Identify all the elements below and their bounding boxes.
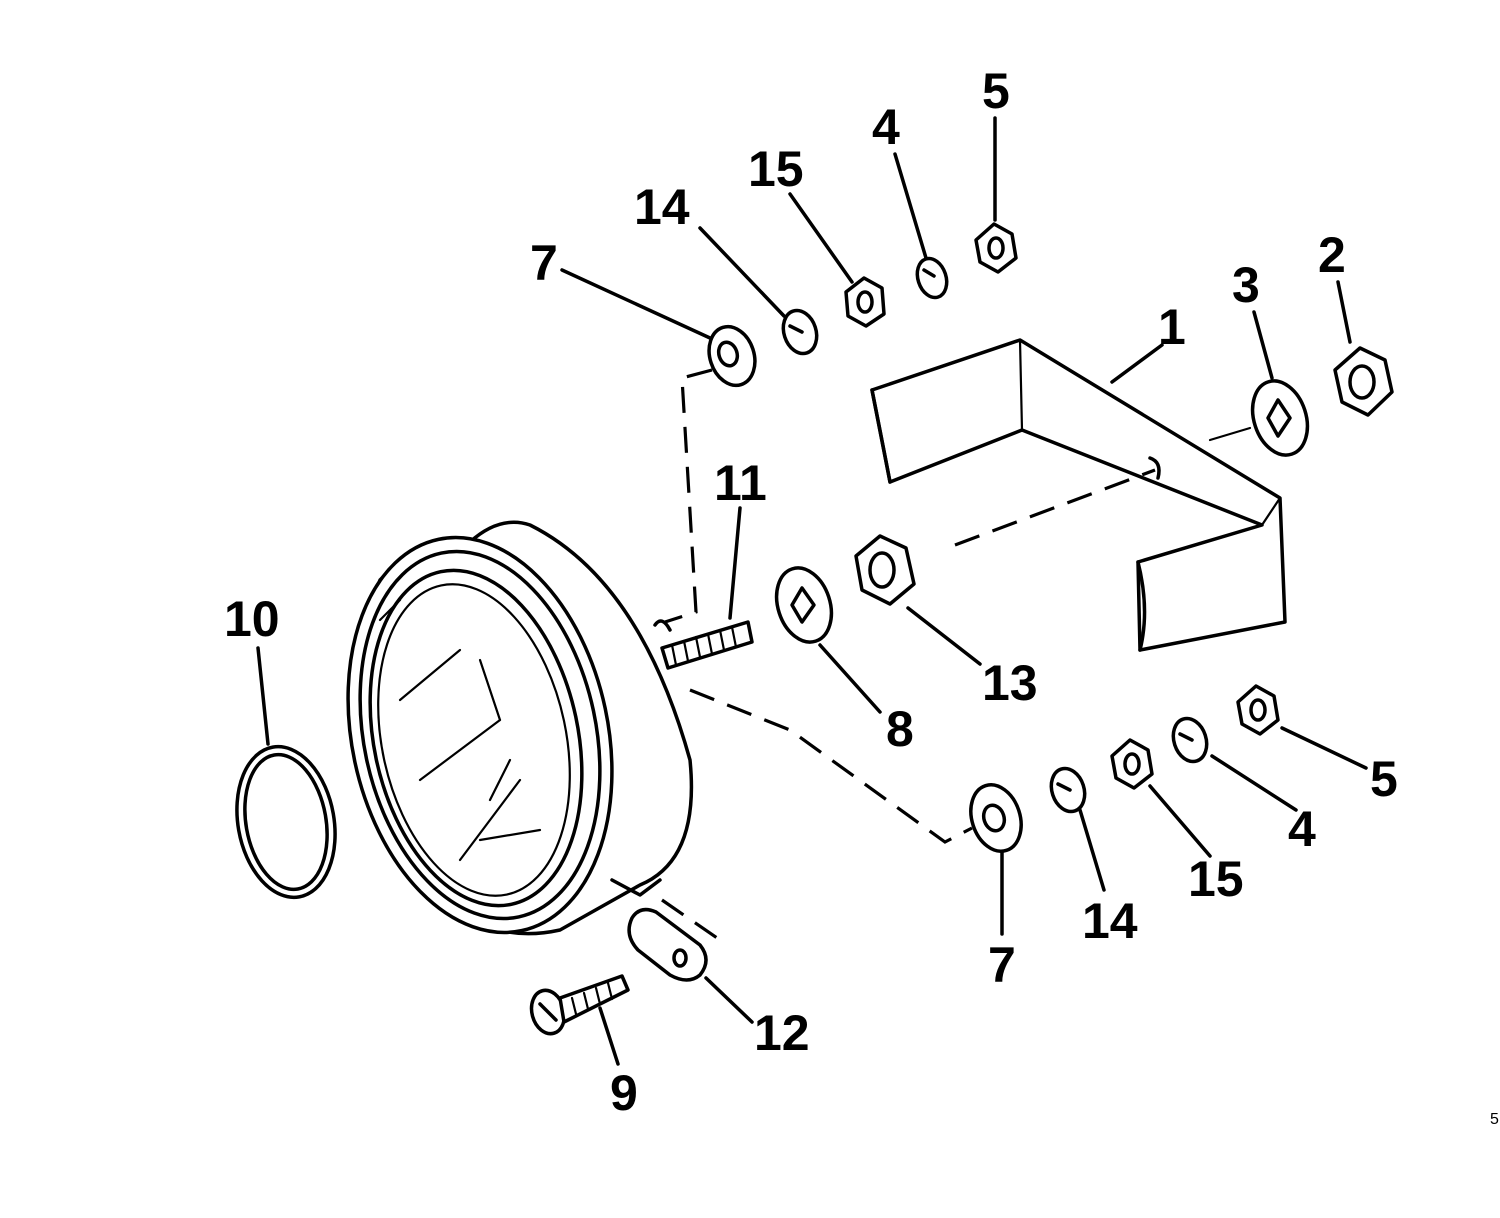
nut-part-5-top [974,222,1018,274]
nut-part-13 [854,534,916,606]
star-washer-part-3 [1250,379,1310,457]
callout-10: 10 [224,591,280,647]
assembly-lines [661,368,1252,942]
nut-part-2 [1333,346,1394,417]
callout-8: 8 [886,701,914,757]
lock-washer-part-4-top [915,256,949,300]
star-washer-part-8 [774,566,834,644]
bracket-part-1 [870,338,1287,652]
callout-labels: 1 2 3 4 5 15 14 7 11 10 13 8 5 4 15 14 7… [224,63,1499,1128]
lock-washer-part-14-top [781,308,819,356]
callout-12: 12 [754,1005,810,1061]
callout-4-bottom: 4 [1288,801,1316,857]
callout-5-bottom: 5 [1370,751,1398,807]
clip-part-12 [627,907,708,982]
nut-part-15-bottom [1110,738,1154,790]
screw-part-9 [529,974,630,1036]
corner-mark: 5 [1490,1111,1499,1128]
callout-4-top: 4 [872,99,900,155]
callout-14-top: 14 [634,179,690,235]
lock-washer-part-4-bottom [1171,716,1209,764]
callout-2: 2 [1318,227,1346,283]
nut-part-5-bottom [1236,684,1280,736]
callout-14-bottom: 14 [1082,893,1138,949]
callout-5-top: 5 [982,63,1010,119]
leader-lines [256,116,1368,1066]
flat-washer-part-7-bottom [969,783,1023,853]
callout-15-top: 15 [748,141,804,197]
flat-washer-part-7-top [707,324,757,388]
callout-13: 13 [982,655,1038,711]
callout-15-bottom: 15 [1188,851,1244,907]
o-ring-part-10 [235,744,337,900]
callout-1: 1 [1158,299,1186,355]
nut-part-15-top [844,276,886,328]
callout-9: 9 [610,1065,638,1121]
callout-7-top: 7 [530,235,558,291]
lock-washer-part-14-bottom [1049,766,1087,814]
callout-7-bottom: 7 [988,937,1016,993]
stud-part-11 [653,619,754,670]
callout-3: 3 [1232,257,1260,313]
gauge-assembly [346,520,694,936]
callout-11: 11 [714,455,767,511]
